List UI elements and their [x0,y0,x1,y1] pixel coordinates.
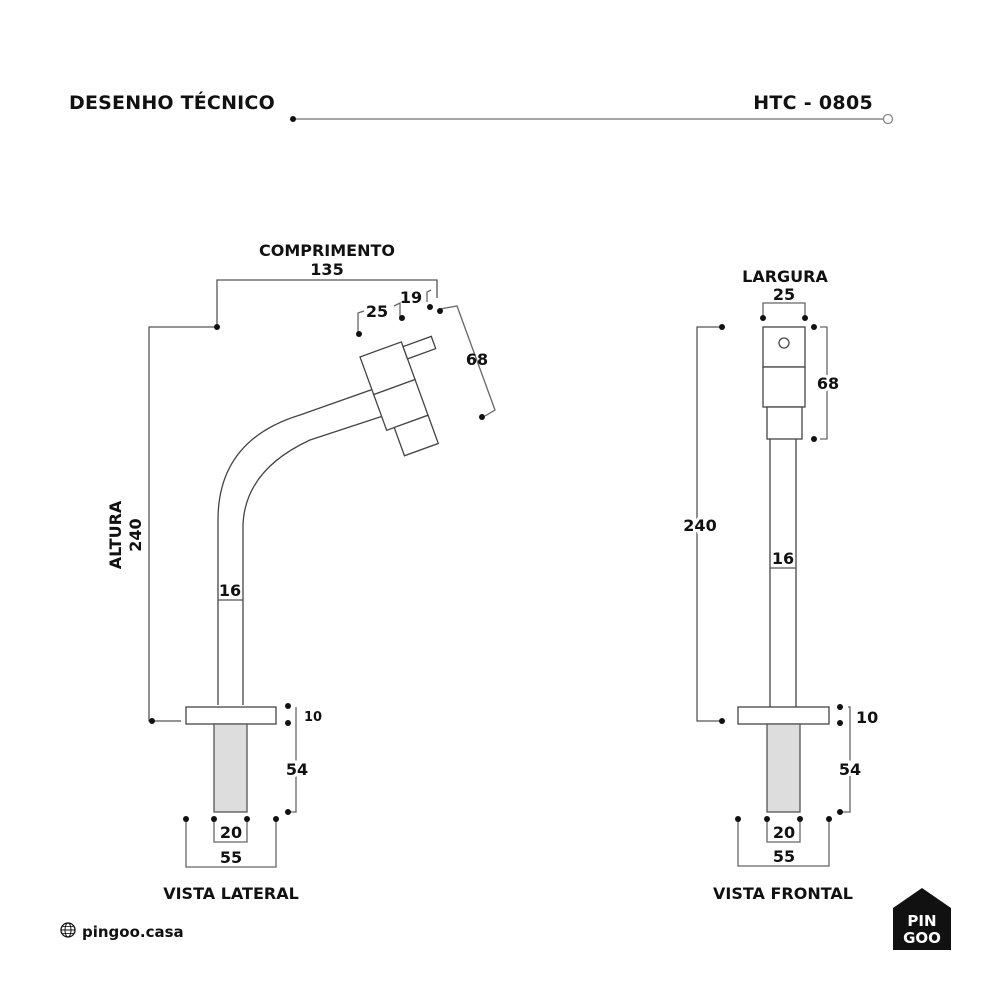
website-link[interactable]: pingoo.casa [60,922,184,942]
thread-length-value: 54 [286,760,308,779]
pingoo-logo: PIN GOO [893,888,951,950]
website-text: pingoo.casa [82,923,184,941]
flange-diameter-value: 55 [220,848,242,867]
frontal-height-value: 240 [683,516,716,535]
frontal-pipe-diameter-value: 16 [772,549,794,568]
thread [213,723,248,813]
width-label: LARGURA [742,267,828,286]
frontal-flange-thickness-value: 10 [856,708,878,727]
lateral-dots [149,304,485,822]
frontal-view [696,302,851,867]
length-label: COMPRIMENTO [259,241,395,260]
frontal-flange-diameter-value: 55 [773,847,795,866]
logo-text-bottom: GOO [903,929,941,947]
frontal-body-height-value: 68 [817,374,839,393]
drawing-title: DESENHO TÉCNICO [69,92,275,114]
height-label: ALTURA [106,500,125,569]
handle-width-value: 25 [366,302,388,321]
product-code: HTC - 0805 [753,92,873,114]
pipe [217,385,383,705]
pipe-diameter-value: 16 [219,581,241,600]
thread-diameter-value: 20 [220,823,242,842]
length-value: 135 [310,260,343,279]
frontal-thread-length-value: 54 [839,760,861,779]
logo-text-top: PIN [907,912,936,930]
globe-icon [60,922,76,942]
header-rule [290,113,894,125]
height-value: 240 [126,518,145,551]
frontal-caption: VISTA FRONTAL [713,884,853,903]
lateral-caption: VISTA LATERAL [163,884,299,903]
flange [185,706,277,725]
height-dimension [148,326,217,722]
frontal-dots [719,315,843,822]
body-height-value: 68 [466,350,488,369]
flange-thickness-value: 10 [304,710,322,725]
lever-offset-value: 19 [400,288,422,307]
frontal-thread-diameter-value: 20 [773,823,795,842]
length-dimension [216,279,438,327]
lateral-view [148,279,496,868]
width-value: 25 [773,285,795,304]
